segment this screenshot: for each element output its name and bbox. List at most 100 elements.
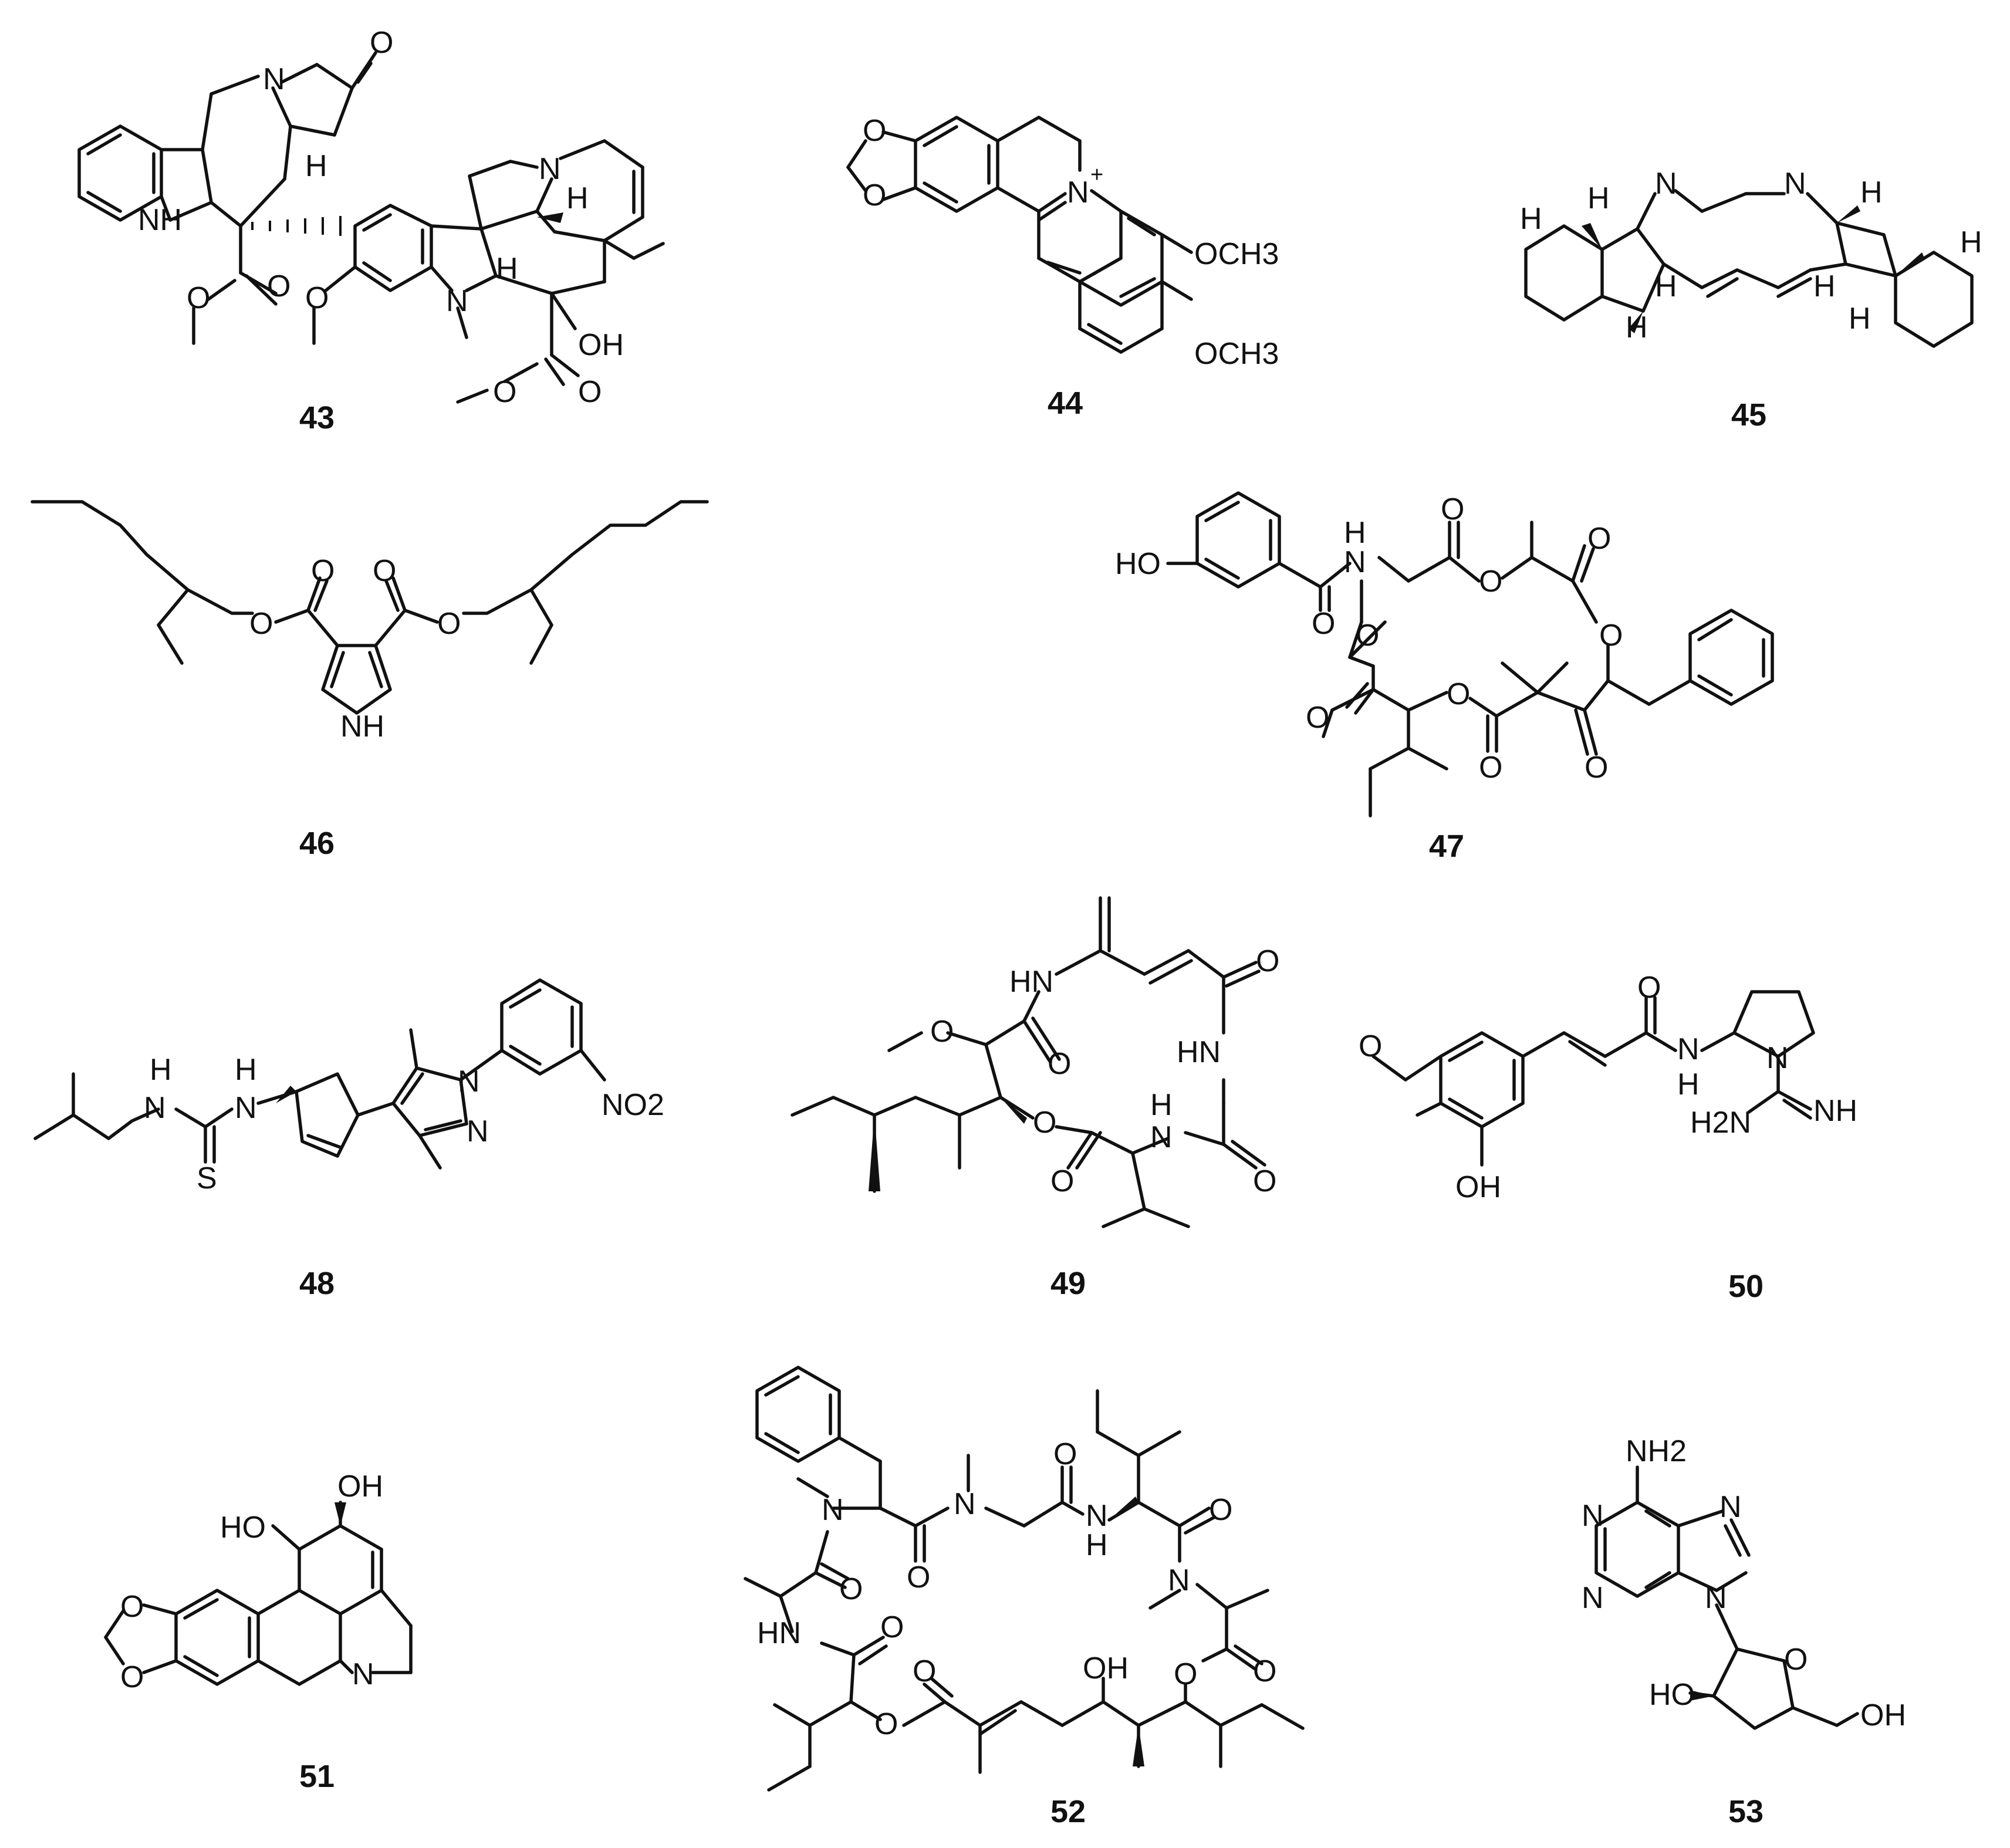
atom-52-10: O xyxy=(880,1610,904,1644)
compound-label-43: 43 xyxy=(299,400,335,435)
atom-46-4: NH xyxy=(340,710,384,744)
atom-52-4: H xyxy=(1086,1528,1108,1562)
atom-44-2: OCH3 xyxy=(1194,237,1279,271)
atom-47-12: O xyxy=(1356,619,1379,653)
atom-48-4: S xyxy=(197,1161,217,1195)
atom-49-9: O xyxy=(1050,1164,1074,1198)
atom-51-2: O xyxy=(120,1590,144,1624)
atom-47-11: O xyxy=(1306,701,1329,735)
atom-51-0: OH xyxy=(337,1469,383,1504)
atom-52-7: N xyxy=(1168,1563,1190,1597)
bonds-44 xyxy=(846,116,1193,354)
atom-50-5: NH xyxy=(1813,1094,1857,1128)
atom-47-0: HO xyxy=(1115,547,1161,581)
compound-44: N + OCH3 OCH3 O O 44 xyxy=(846,114,1279,421)
atom-52-1: O xyxy=(907,1560,930,1594)
atom-49-6: N xyxy=(1150,1120,1173,1154)
atom-52-15: O xyxy=(1253,1654,1276,1688)
atom-52-2: N xyxy=(954,1487,976,1521)
atom-49-2: O xyxy=(930,1015,954,1049)
atom-47-6: O xyxy=(1587,522,1611,556)
bonds-51 xyxy=(104,1501,413,1686)
atom-49-0: HN xyxy=(1009,965,1053,999)
compound-43: N O H NH O O N H H N OH O O O 43 xyxy=(77,26,665,435)
compound-label-49: 49 xyxy=(1050,1266,1086,1301)
atom-44-4: O xyxy=(863,114,886,148)
compound-45: H N N H H H H H H H 45 xyxy=(1520,167,1982,433)
atom-45-6: H xyxy=(1655,269,1677,303)
bonds-47 xyxy=(1166,491,1774,817)
bonds-45 xyxy=(1524,189,1974,348)
atom-46-3: O xyxy=(437,607,461,641)
compound-label-51: 51 xyxy=(299,1759,335,1794)
atom-43-8: H xyxy=(566,181,589,215)
bonds-50 xyxy=(1371,990,1815,1167)
compound-47: HO N H O O O O O O O O O O 47 xyxy=(1115,491,1774,864)
compound-48: H N H N S N N NO2 48 xyxy=(33,978,664,1301)
atom-52-11: O xyxy=(874,1707,898,1741)
compound-label-45: 45 xyxy=(1731,397,1766,433)
atom-45-3: H xyxy=(1860,175,1883,210)
atom-52-3: O xyxy=(1053,1437,1077,1471)
atom-45-9: H xyxy=(1960,225,1982,259)
atom-43-2: H xyxy=(305,149,327,183)
atom-44-5: O xyxy=(863,178,886,212)
compound-label-48: 48 xyxy=(299,1266,335,1301)
atom-45-5: H xyxy=(1626,310,1648,344)
compound-51: OH HO O O N 51 xyxy=(104,1469,413,1794)
atom-49-8: O xyxy=(1033,1106,1056,1140)
atom-43-6: N xyxy=(446,284,468,318)
atom-46-2: O xyxy=(249,607,273,641)
bonds-53 xyxy=(1595,1465,1859,1730)
atom-43-13: O xyxy=(305,281,329,315)
compound-46: O O O O NH 46 xyxy=(31,500,709,861)
atom-53-4: N xyxy=(1705,1581,1727,1615)
bonds-49 xyxy=(791,896,1266,1228)
atom-47-1: N xyxy=(1344,545,1366,579)
bonds-48 xyxy=(33,978,606,1170)
atom-50-0: O xyxy=(1637,971,1661,1005)
atom-53-2: N xyxy=(1582,1499,1604,1533)
atom-52-8: O xyxy=(839,1572,863,1606)
atom-50-6: H2N xyxy=(1690,1106,1751,1140)
atom-48-6: N xyxy=(467,1114,489,1148)
atom-49-3: O xyxy=(1048,1047,1071,1081)
bonds-43 xyxy=(77,51,665,404)
atom-46-1: O xyxy=(373,554,396,588)
compound-53: NH2 N N N N HO O OH 53 xyxy=(1582,1434,1906,1829)
atom-50-2: N xyxy=(1677,1032,1700,1066)
compound-52: N O N O H N O N O HN O O OH O O O 52 xyxy=(744,1366,1305,1829)
atom-49-1: O xyxy=(1256,944,1279,978)
atom-53-7: OH xyxy=(1860,1698,1906,1732)
atom-49-5: H xyxy=(1150,1088,1173,1122)
atom-48-5: N xyxy=(458,1065,480,1099)
atom-47-10: O xyxy=(1447,677,1470,711)
compound-label-50: 50 xyxy=(1728,1269,1764,1304)
atom-52-6: O xyxy=(1209,1493,1232,1527)
atom-50-1: O xyxy=(1359,1029,1382,1063)
atom-46-0: O xyxy=(311,554,335,588)
atom-51-1: HO xyxy=(220,1511,266,1545)
atom-53-5: HO xyxy=(1649,1678,1695,1712)
atom-52-0: N xyxy=(822,1493,844,1527)
atom-53-6: O xyxy=(1784,1643,1808,1677)
atom-44-3: OCH3 xyxy=(1194,337,1279,371)
atom-43-4: O xyxy=(267,269,290,303)
bonds-52 xyxy=(744,1366,1305,1792)
atom-45-7: H xyxy=(1813,269,1836,303)
atom-43-9: N xyxy=(539,152,561,186)
compound-50: O O N H N NH H2N OH 50 xyxy=(1359,971,1857,1304)
atom-52-14: O xyxy=(1174,1657,1197,1691)
atom-53-0: NH2 xyxy=(1626,1434,1687,1468)
atom-50-3: H xyxy=(1677,1067,1700,1102)
atom-45-4: H xyxy=(1520,202,1542,236)
atom-47-3: O xyxy=(1312,607,1335,641)
atom-45-1: N xyxy=(1655,167,1677,201)
atom-52-5: N xyxy=(1086,1499,1108,1533)
atom-51-3: O xyxy=(120,1660,144,1694)
compound-label-46: 46 xyxy=(299,826,335,861)
bonds-46 xyxy=(31,500,709,715)
atom-45-8: H xyxy=(1849,302,1871,336)
atom-48-2: H xyxy=(235,1053,257,1087)
atom-53-3: N xyxy=(1582,1581,1604,1615)
